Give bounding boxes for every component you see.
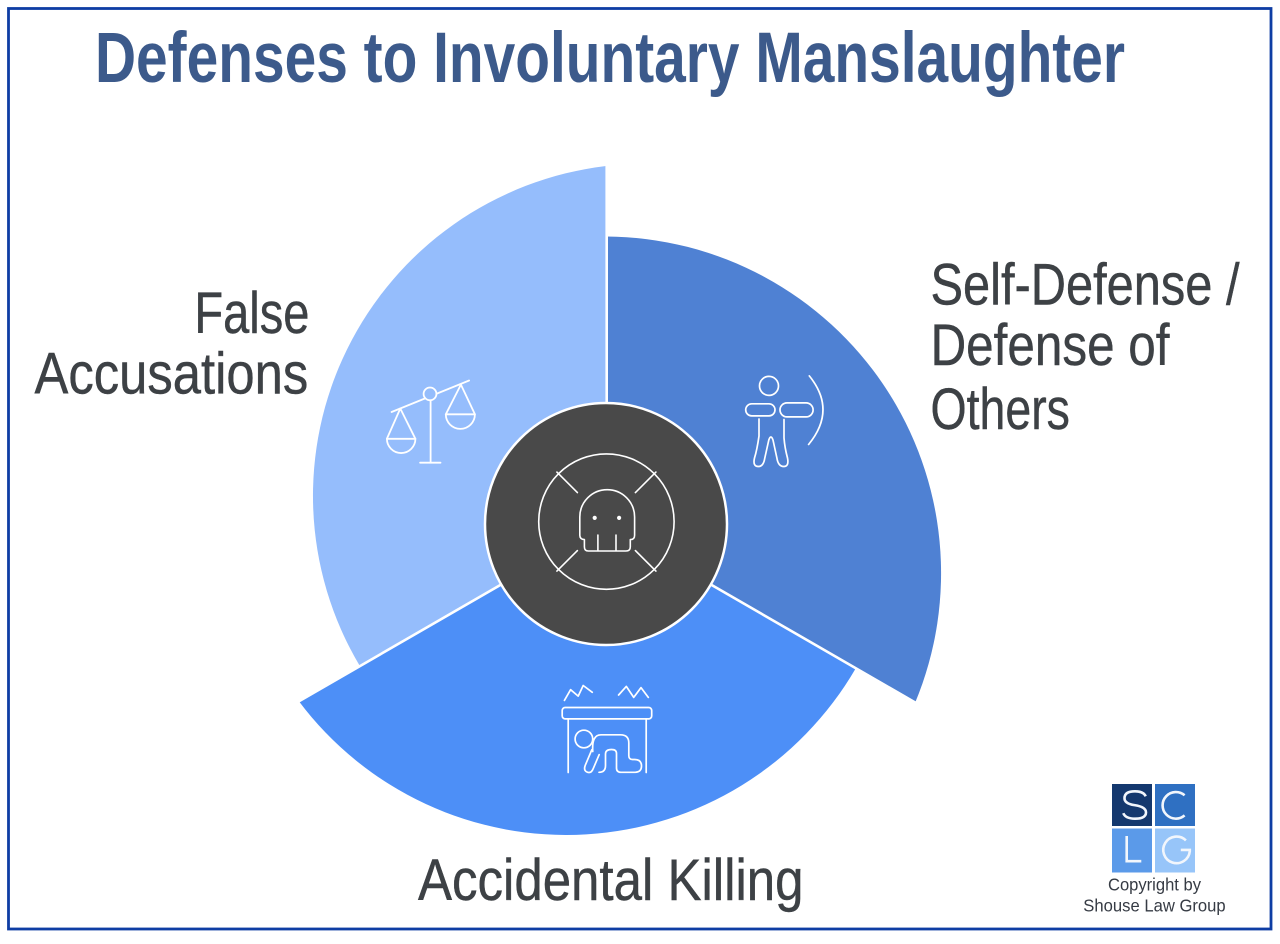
svg-text:False: False — [194, 281, 309, 346]
svg-text:Accusations: Accusations — [35, 342, 309, 407]
svg-text:Defense of: Defense of — [931, 313, 1171, 378]
svg-text:Self-Defense /: Self-Defense / — [931, 253, 1241, 318]
svg-text:Others: Others — [931, 377, 1070, 442]
svg-text:Shouse Law Group: Shouse Law Group — [1083, 896, 1225, 916]
svg-text:Defenses to Involuntary Mansla: Defenses to Involuntary Manslaughter — [95, 19, 1125, 98]
svg-text:Copyright by: Copyright by — [1108, 874, 1201, 894]
svg-text:Accidental Killing: Accidental Killing — [418, 848, 804, 913]
